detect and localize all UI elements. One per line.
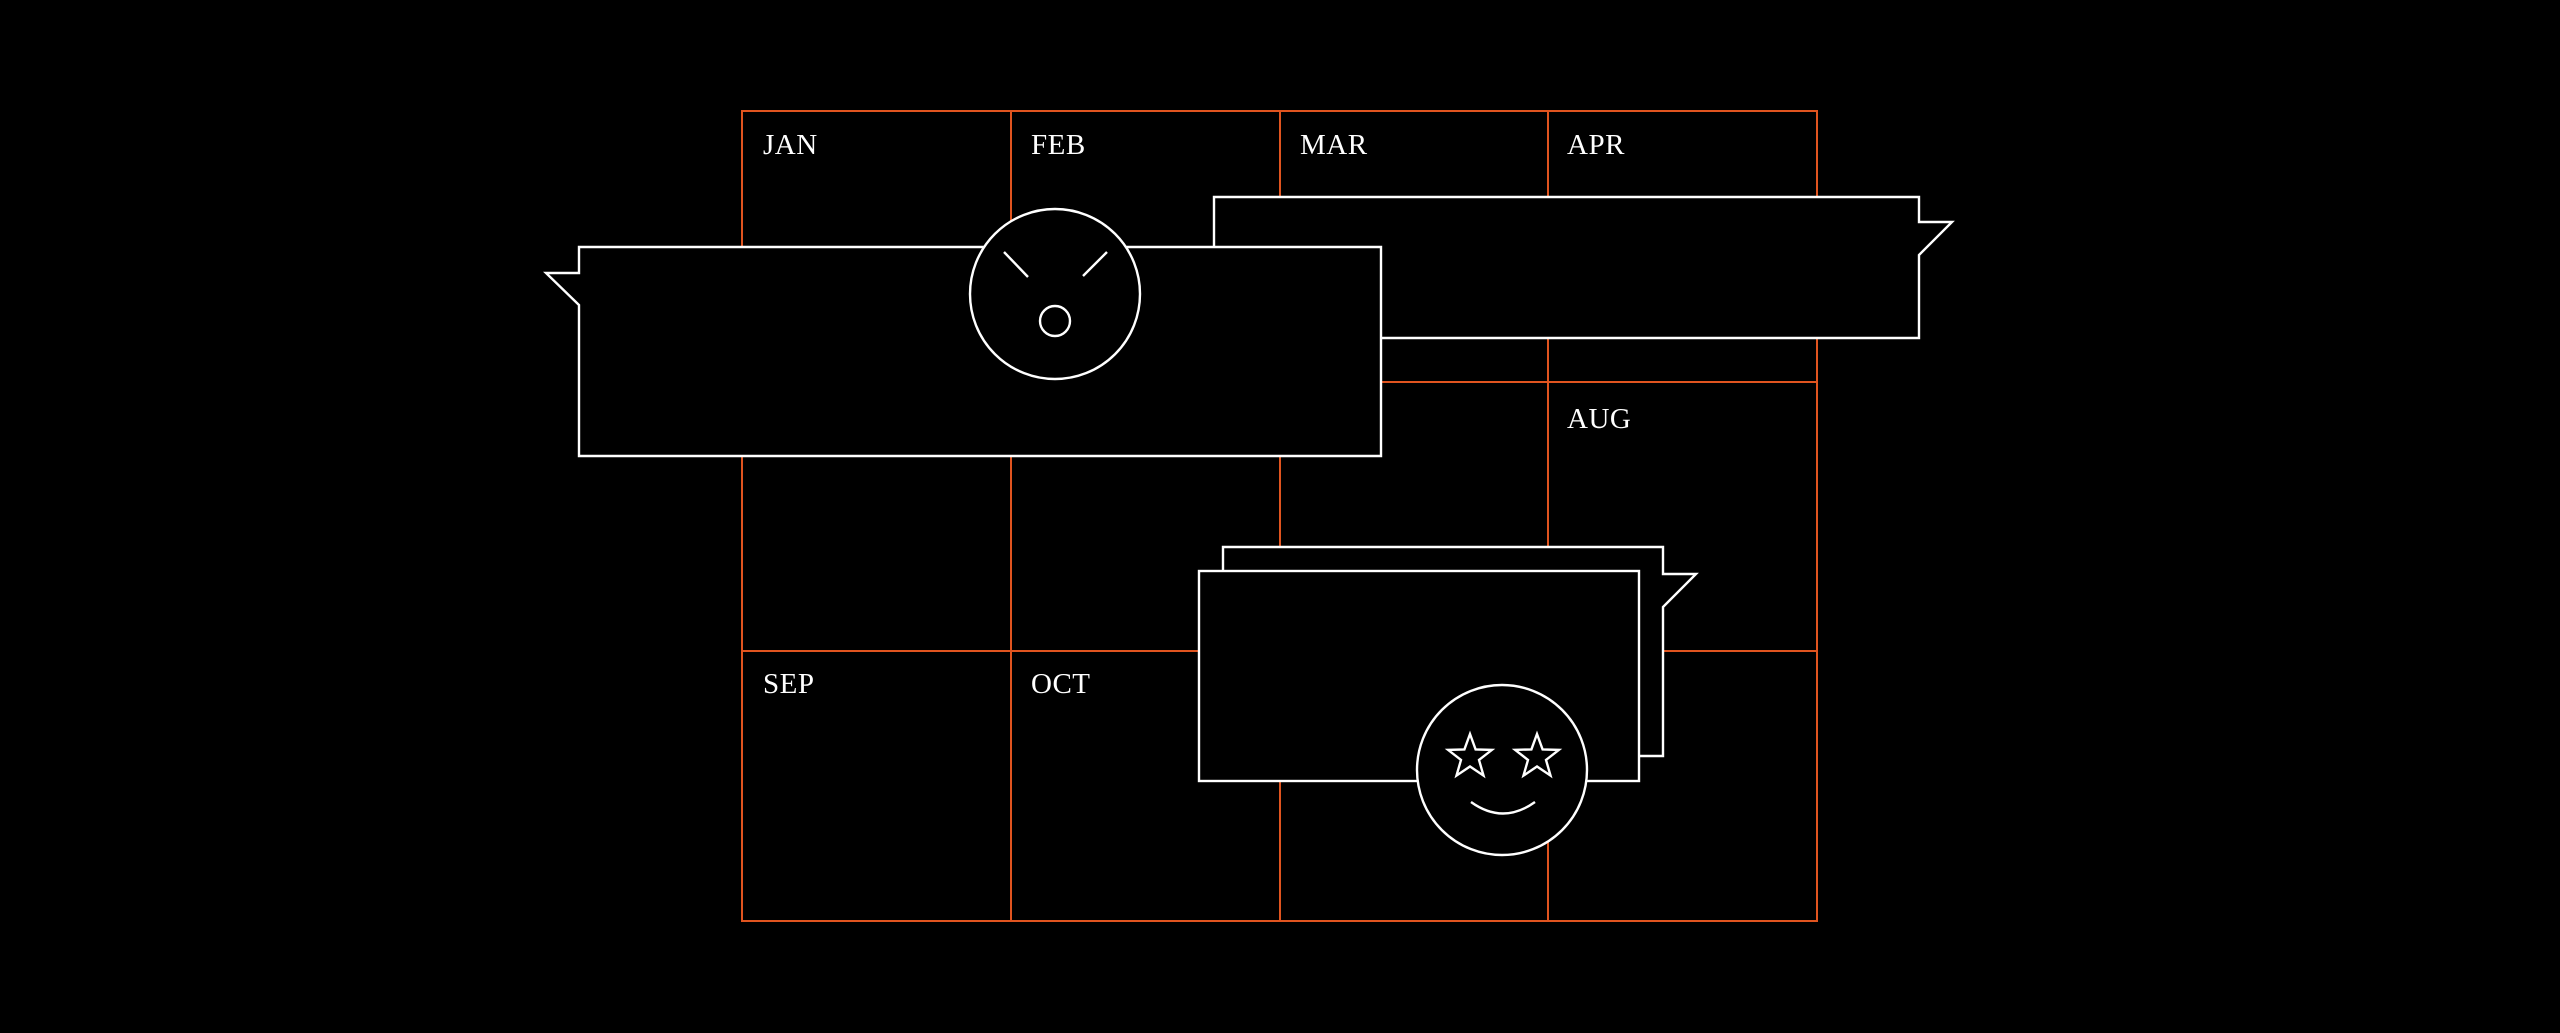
speech-bubble-left <box>543 245 1383 458</box>
month-label-mar: MAR <box>1300 129 1368 161</box>
face-outline <box>968 207 1142 381</box>
shocked-face-icon <box>968 207 1142 381</box>
month-label-feb: FEB <box>1031 129 1086 161</box>
month-label-apr: APR <box>1567 129 1625 161</box>
face-mouth-open <box>1038 304 1072 338</box>
month-labels: JAN FEB MAR APR AUG SEP OCT <box>763 129 1631 700</box>
month-label-oct: OCT <box>1031 668 1091 700</box>
face-smile <box>1470 801 1536 815</box>
star-eyes-face-icon <box>1415 683 1589 857</box>
face-outline <box>1415 683 1589 857</box>
face-brow-left <box>1003 251 1029 278</box>
month-label-jan: JAN <box>763 129 818 161</box>
star-eye-right-icon <box>1511 730 1563 779</box>
face-brow-right <box>1082 251 1108 277</box>
month-label-sep: SEP <box>763 668 814 700</box>
star-eye-left-icon <box>1444 730 1496 779</box>
month-label-aug: AUG <box>1567 403 1631 435</box>
